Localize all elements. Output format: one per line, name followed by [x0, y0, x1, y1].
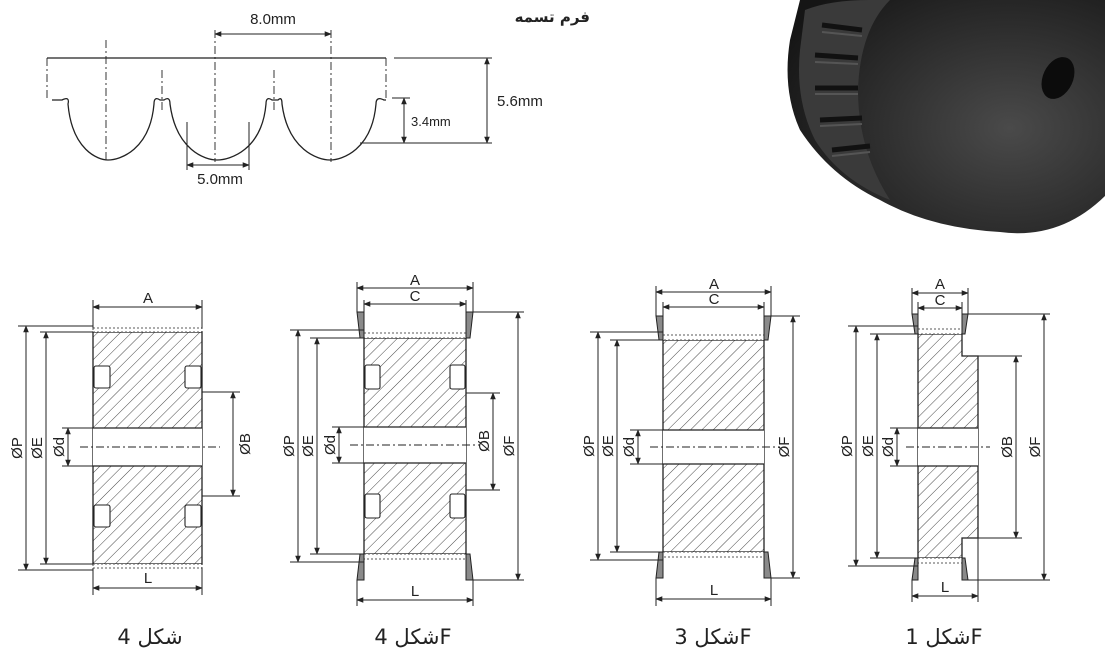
dim-P-label: ØP: [839, 435, 856, 457]
teeth-bottom: [917, 557, 963, 564]
flange-top-right: [465, 311, 474, 339]
flange-bottom-right: [465, 553, 474, 581]
dim-E-label: ØE: [860, 435, 877, 457]
flange-bottom-left: [655, 551, 664, 579]
dim-d-label: Ød: [322, 435, 339, 455]
dim-A-label: A: [410, 272, 420, 289]
teeth-top: [917, 328, 963, 335]
teeth-top: [92, 327, 203, 333]
figure-caption: شکل 4F: [374, 625, 451, 649]
teeth-bottom: [662, 551, 765, 558]
figure-3F: A C L ØP ØE Ød ØF شکل 3F: [581, 276, 800, 649]
recess-top-right: [184, 365, 202, 389]
belt-tooth-profile: [52, 98, 386, 161]
dim-B-label: ØB: [237, 433, 254, 455]
dim-L-label: L: [941, 579, 949, 596]
dim-B-label: ØB: [999, 436, 1016, 458]
dim-F-label: ØF: [501, 436, 518, 457]
dim-L-label: L: [144, 570, 152, 587]
figure-4: A L ØP ØE Ød ØB شکل 4: [9, 290, 254, 649]
recess-top-left: [93, 365, 111, 389]
dim-C-label: C: [709, 291, 720, 308]
pitch-label: 8.0mm: [250, 11, 296, 28]
teeth-top: [662, 334, 765, 341]
dim-B-label: ØB: [476, 430, 493, 452]
teeth-top: [363, 332, 467, 339]
teeth-bottom: [92, 563, 203, 569]
dim-P-label: ØP: [9, 437, 26, 459]
figure-caption: شکل 3F: [674, 625, 751, 649]
recess-top-left: [364, 364, 381, 390]
flange-bottom-left: [356, 553, 365, 581]
dim-L-label: L: [710, 582, 718, 599]
dim-F-label: ØF: [776, 437, 793, 458]
figure-1F: A C L ØP ØE Ød ØB ØF شکل 1F: [839, 276, 1050, 649]
dim-C-label: C: [935, 292, 946, 309]
dim-P-label: ØP: [581, 435, 598, 457]
dim-A-label: A: [935, 276, 945, 293]
recess-bottom-left: [364, 493, 381, 519]
tooth-width-label: 5.0mm: [197, 171, 243, 188]
flange-bottom-left: [911, 557, 919, 581]
total-height-label: 5.6mm: [497, 93, 543, 110]
timing-pulley-photo: [787, 0, 1105, 234]
figure-caption: شکل 1F: [905, 625, 982, 649]
dim-A-label: A: [143, 290, 153, 307]
recess-bottom-right: [449, 493, 466, 519]
belt-profile-drawing: فرم تسمه 8.0mm 5.0mm 5.6mm 3.4mm: [46, 8, 590, 188]
dim-d-label: Ød: [51, 437, 68, 457]
dim-E-label: ØE: [600, 435, 617, 457]
flange-top-right: [763, 315, 772, 341]
flange-bottom-right: [763, 551, 772, 579]
flange-top-right: [961, 313, 969, 335]
flange-top-left: [356, 311, 365, 339]
recess-top-right: [449, 364, 466, 390]
dim-E-label: ØE: [300, 435, 317, 457]
flange-top-left: [911, 313, 919, 335]
dim-d-label: Ød: [621, 437, 638, 457]
recess-bottom-right: [184, 504, 202, 528]
dim-E-label: ØE: [29, 437, 46, 459]
tooth-height-label: 3.4mm: [411, 114, 451, 129]
dim-F-label: ØF: [1027, 437, 1044, 458]
dim-d-label: Ød: [880, 437, 897, 457]
flange-bottom-right: [961, 557, 969, 581]
flange-top-left: [655, 315, 664, 341]
teeth-bottom: [363, 553, 467, 560]
figure-4F: A C L ØP ØE Ød ØB ØF شکل 4F: [281, 272, 524, 649]
dim-C-label: C: [410, 288, 421, 305]
dim-A-label: A: [709, 276, 719, 293]
dim-P-label: ØP: [281, 435, 298, 457]
belt-profile-title: فرم تسمه: [515, 8, 590, 26]
figure-caption: شکل 4: [117, 625, 182, 649]
dim-L-label: L: [411, 583, 419, 600]
recess-bottom-left: [93, 504, 111, 528]
